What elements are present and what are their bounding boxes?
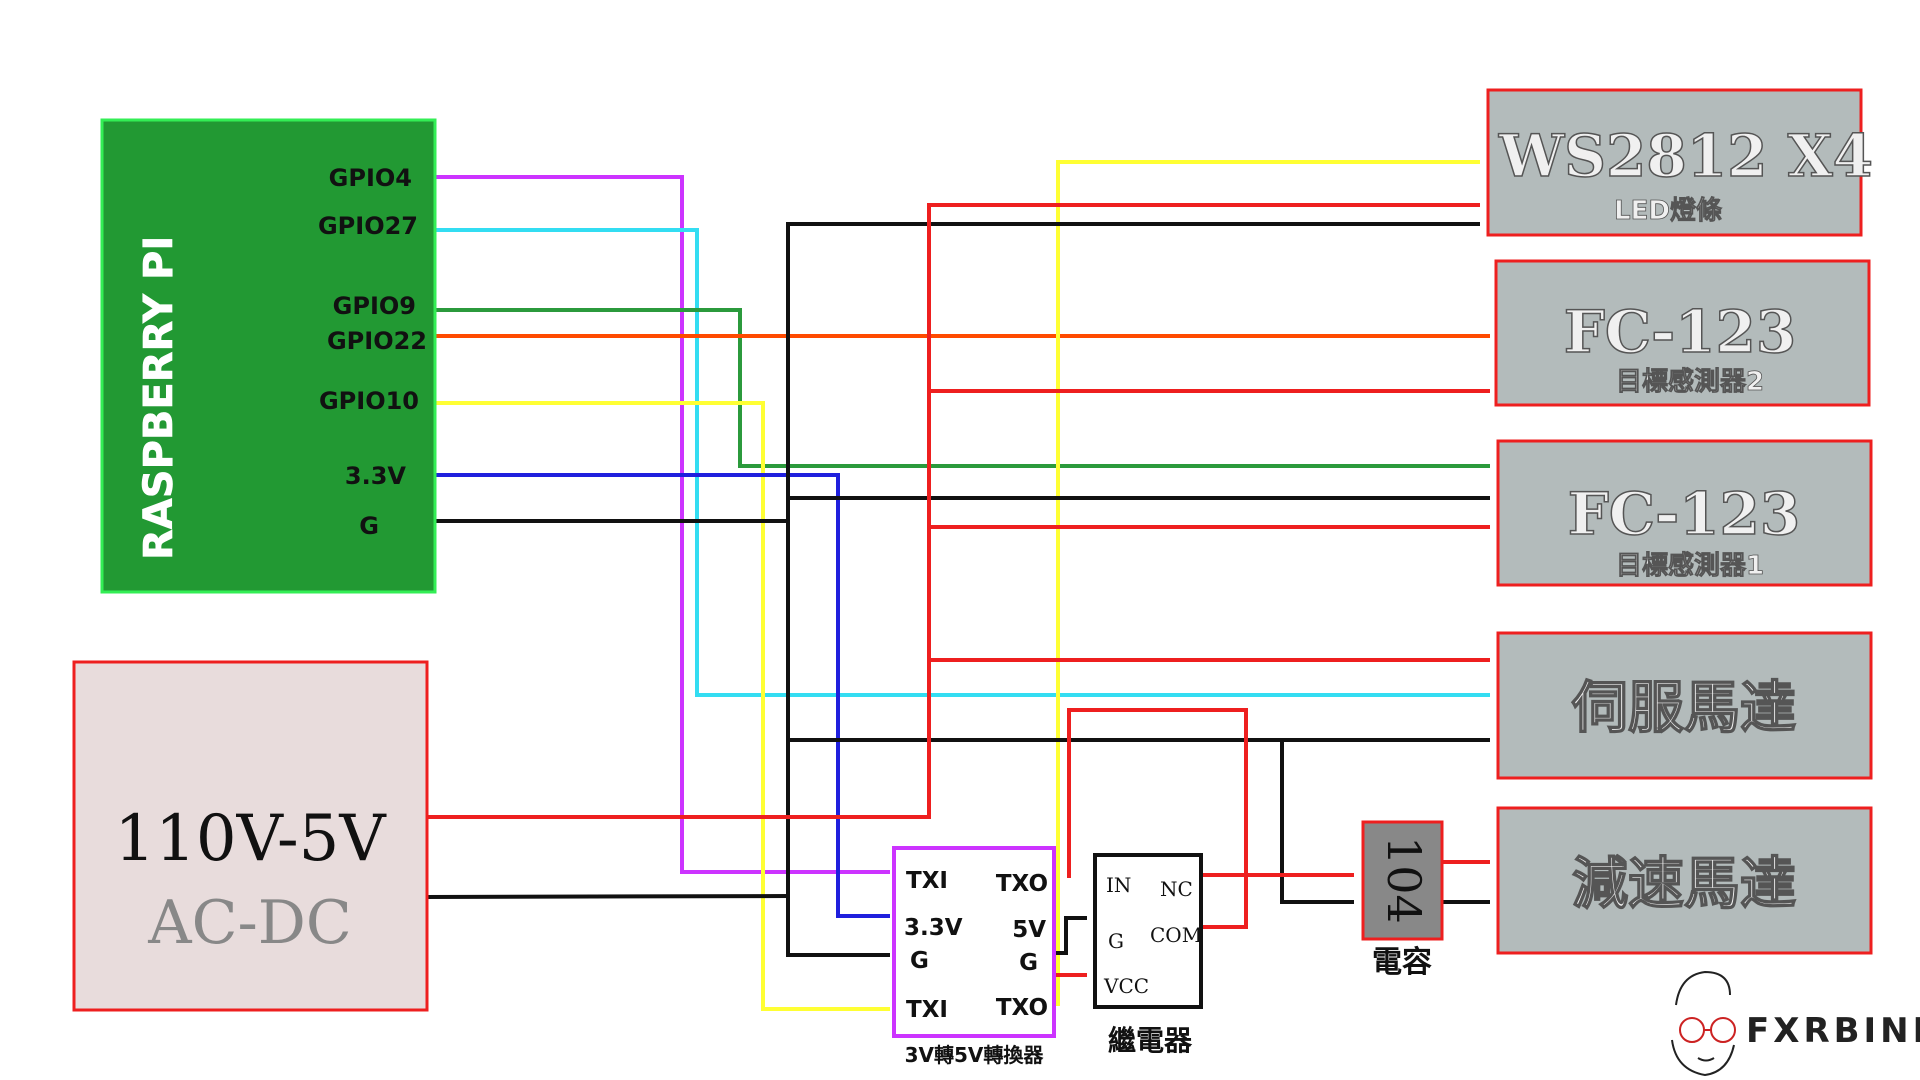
ws2812-title: WS2812 X4 (1498, 122, 1873, 190)
wire-gpio27 (433, 228, 1490, 697)
pin-gpio9: GPIO9 (333, 292, 416, 320)
pin-gpio22: GPIO22 (327, 327, 427, 355)
level-shifter: TXI 3.3V G TXI TXO 5V G TXO 3V轉5V轉換器 (892, 846, 1056, 1067)
signature-text: FXRBINDI (1746, 1011, 1920, 1051)
wire-gnd-psu (424, 893, 791, 900)
wire-gnd-trunk (786, 222, 890, 957)
fc123-1-title: FC-123 (1568, 480, 1800, 548)
shifter-name: 3V轉5V轉換器 (905, 1043, 1045, 1067)
module-gear-motor: 減速馬達 (1496, 806, 1873, 955)
shifter-left-txi-1: TXI (906, 868, 948, 894)
capacitor-value: 104 (1377, 836, 1431, 924)
fc123-2-title: FC-123 (1564, 298, 1796, 366)
shifter-right-txo-2: TXO (996, 995, 1048, 1021)
psu-type: AC-DC (147, 888, 352, 958)
gear-motor-title: 減速馬達 (1572, 851, 1796, 917)
shifter-left-txi-2: TXI (906, 997, 948, 1023)
wire-gpio4 (433, 175, 890, 874)
pin-gpio4: GPIO4 (329, 164, 412, 192)
wire-gnd-motor (1280, 738, 1354, 904)
module-ws2812: WS2812 X4 LED燈條 (1486, 88, 1874, 237)
author-face-icon (1671, 970, 1736, 1077)
capacitor: 104 電容 (1361, 820, 1444, 980)
shifter-left-g: G (910, 948, 929, 974)
pin-3v3: 3.3V (345, 462, 407, 490)
wire-gpio10 (433, 401, 890, 1011)
pin-gpio10: GPIO10 (319, 387, 419, 415)
psu-rating: 110V-5V (114, 802, 387, 876)
module-fc123-2: FC-123 目標感測器2 (1494, 259, 1871, 407)
shifter-right-txo-1: TXO (996, 871, 1048, 897)
raspberry-pi-title: RASPBERRY PI (136, 236, 182, 560)
raspberry-pi-board: RASPBERRY PI GPIO4 GPIO27 GPIO9 GPIO22 G… (100, 118, 437, 594)
shifter-right-5v: 5V (1012, 917, 1046, 943)
relay-name: 繼電器 (1108, 1024, 1193, 1057)
power-supply-box: 110V-5V AC-DC (72, 660, 429, 1012)
shifter-right-g: G (1019, 950, 1038, 976)
ws2812-subtitle: LED燈條 (1614, 196, 1722, 226)
capacitor-name: 電容 (1372, 945, 1432, 980)
wire-5v-relay-feed (1067, 708, 1248, 929)
fc123-2-subtitle: 目標感測器2 (1616, 367, 1764, 397)
pin-gnd: G (359, 512, 379, 540)
author-signature: FXRBINDI (1671, 970, 1920, 1077)
relay-com: COM (1150, 923, 1202, 947)
shifter-left-3v3: 3.3V (904, 915, 963, 941)
relay-module: IN NC G COM VCC 繼電器 (1093, 853, 1203, 1057)
wire-gpio9 (433, 308, 1490, 468)
wire-3v3 (433, 473, 890, 918)
pin-gpio27: GPIO27 (318, 212, 418, 240)
fc123-1-subtitle: 目標感測器1 (1616, 551, 1764, 581)
servo-title: 伺服馬達 (1571, 675, 1796, 741)
relay-in: IN (1106, 873, 1131, 897)
relay-nc: NC (1160, 877, 1193, 901)
relay-g: G (1108, 929, 1124, 953)
relay-vcc: VCC (1103, 974, 1149, 998)
module-fc123-1: FC-123 目標感測器1 (1496, 439, 1873, 587)
module-servo: 伺服馬達 (1496, 631, 1873, 780)
